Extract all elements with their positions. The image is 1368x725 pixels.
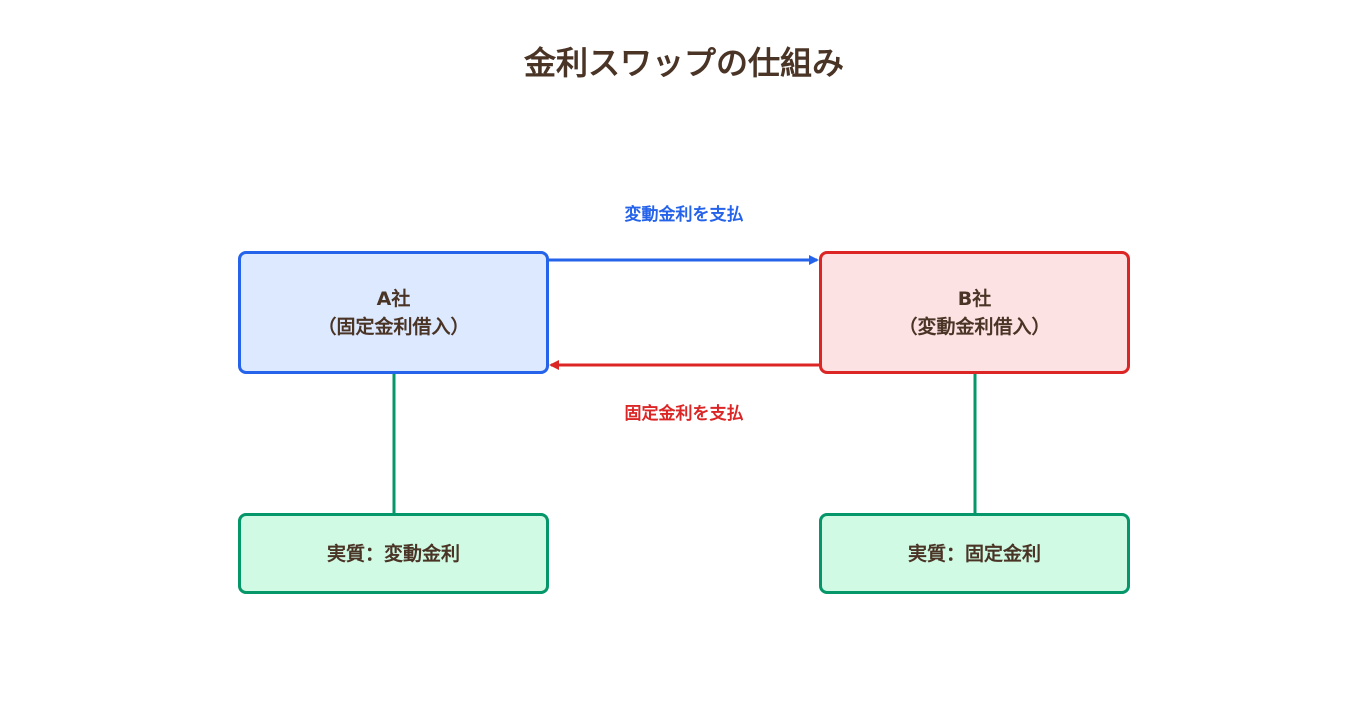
company-a-name: A社 bbox=[376, 287, 411, 310]
diagram-title: 金利スワップの仕組み bbox=[523, 44, 844, 82]
flow-label-variable: 変動金利を支払 bbox=[624, 205, 744, 225]
company-b-detail: （変動金利借入） bbox=[898, 315, 1051, 338]
result-a-box: 実質：変動金利 bbox=[238, 513, 549, 594]
company-b-name: B社 bbox=[957, 287, 992, 310]
result-b-box: 実質：固定金利 bbox=[819, 513, 1130, 594]
flow-label-fixed: 固定金利を支払 bbox=[624, 404, 744, 424]
company-a-detail: （固定金利借入） bbox=[317, 315, 470, 338]
result-b-label: 実質：固定金利 bbox=[907, 542, 1041, 565]
company-a-box: A社 （固定金利借入） bbox=[238, 251, 549, 374]
company-b-box: B社 （変動金利借入） bbox=[819, 251, 1130, 374]
result-a-label: 実質：変動金利 bbox=[326, 542, 460, 565]
